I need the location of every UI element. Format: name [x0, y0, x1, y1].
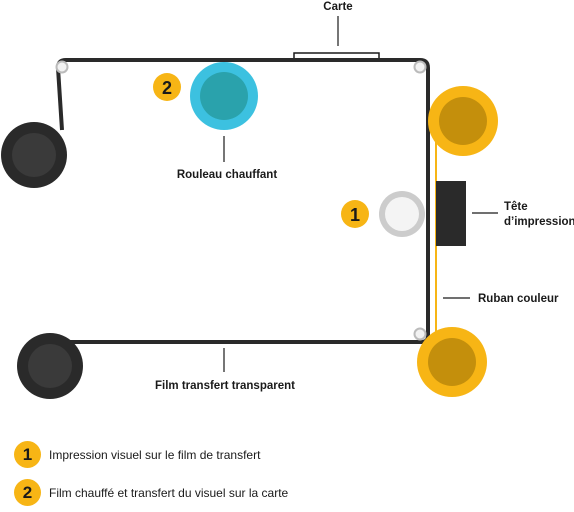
platen-roller-core — [385, 197, 419, 231]
heat-roller-label: Rouleau chauffant — [177, 169, 277, 181]
badge-two — [153, 73, 181, 101]
legend-badge-2: 2 — [14, 479, 41, 506]
badge-two-number: 2 — [162, 78, 172, 98]
ribbon-supply-spool-core — [439, 97, 487, 145]
film-takeup-spool-core — [28, 344, 72, 388]
legend-badge-1: 1 — [14, 441, 41, 468]
guide-roller-bottom-right — [413, 327, 427, 341]
print-head-label-line-1: Tête — [504, 201, 528, 213]
print-head — [436, 181, 466, 246]
badge-one — [341, 200, 369, 228]
legend-text-1: Impression visuel sur le film de transfe… — [49, 447, 261, 462]
print-head-label: Tête d’impression — [504, 201, 574, 228]
legend-item-2: 2 Film chauffé et transfert du visuel su… — [14, 479, 288, 506]
ribbon-label: Ruban couleur — [478, 293, 559, 305]
heat-roller-core — [200, 72, 248, 120]
badge-one-number: 1 — [350, 205, 360, 225]
print-head-label-line-2: d’impression — [504, 216, 574, 228]
legend-text-2: Film chauffé et transfert du visuel sur … — [49, 485, 289, 500]
card-label: Carte — [323, 1, 352, 13]
legend-item-1: 1 Impression visuel sur le film de trans… — [14, 441, 260, 468]
film-label: Film transfert transparent — [155, 380, 295, 392]
film-supply-spool-core — [12, 133, 56, 177]
ribbon-takeup-spool-core — [428, 338, 476, 386]
guide-roller-top-right — [413, 60, 427, 74]
guide-roller-top-left — [55, 60, 69, 74]
